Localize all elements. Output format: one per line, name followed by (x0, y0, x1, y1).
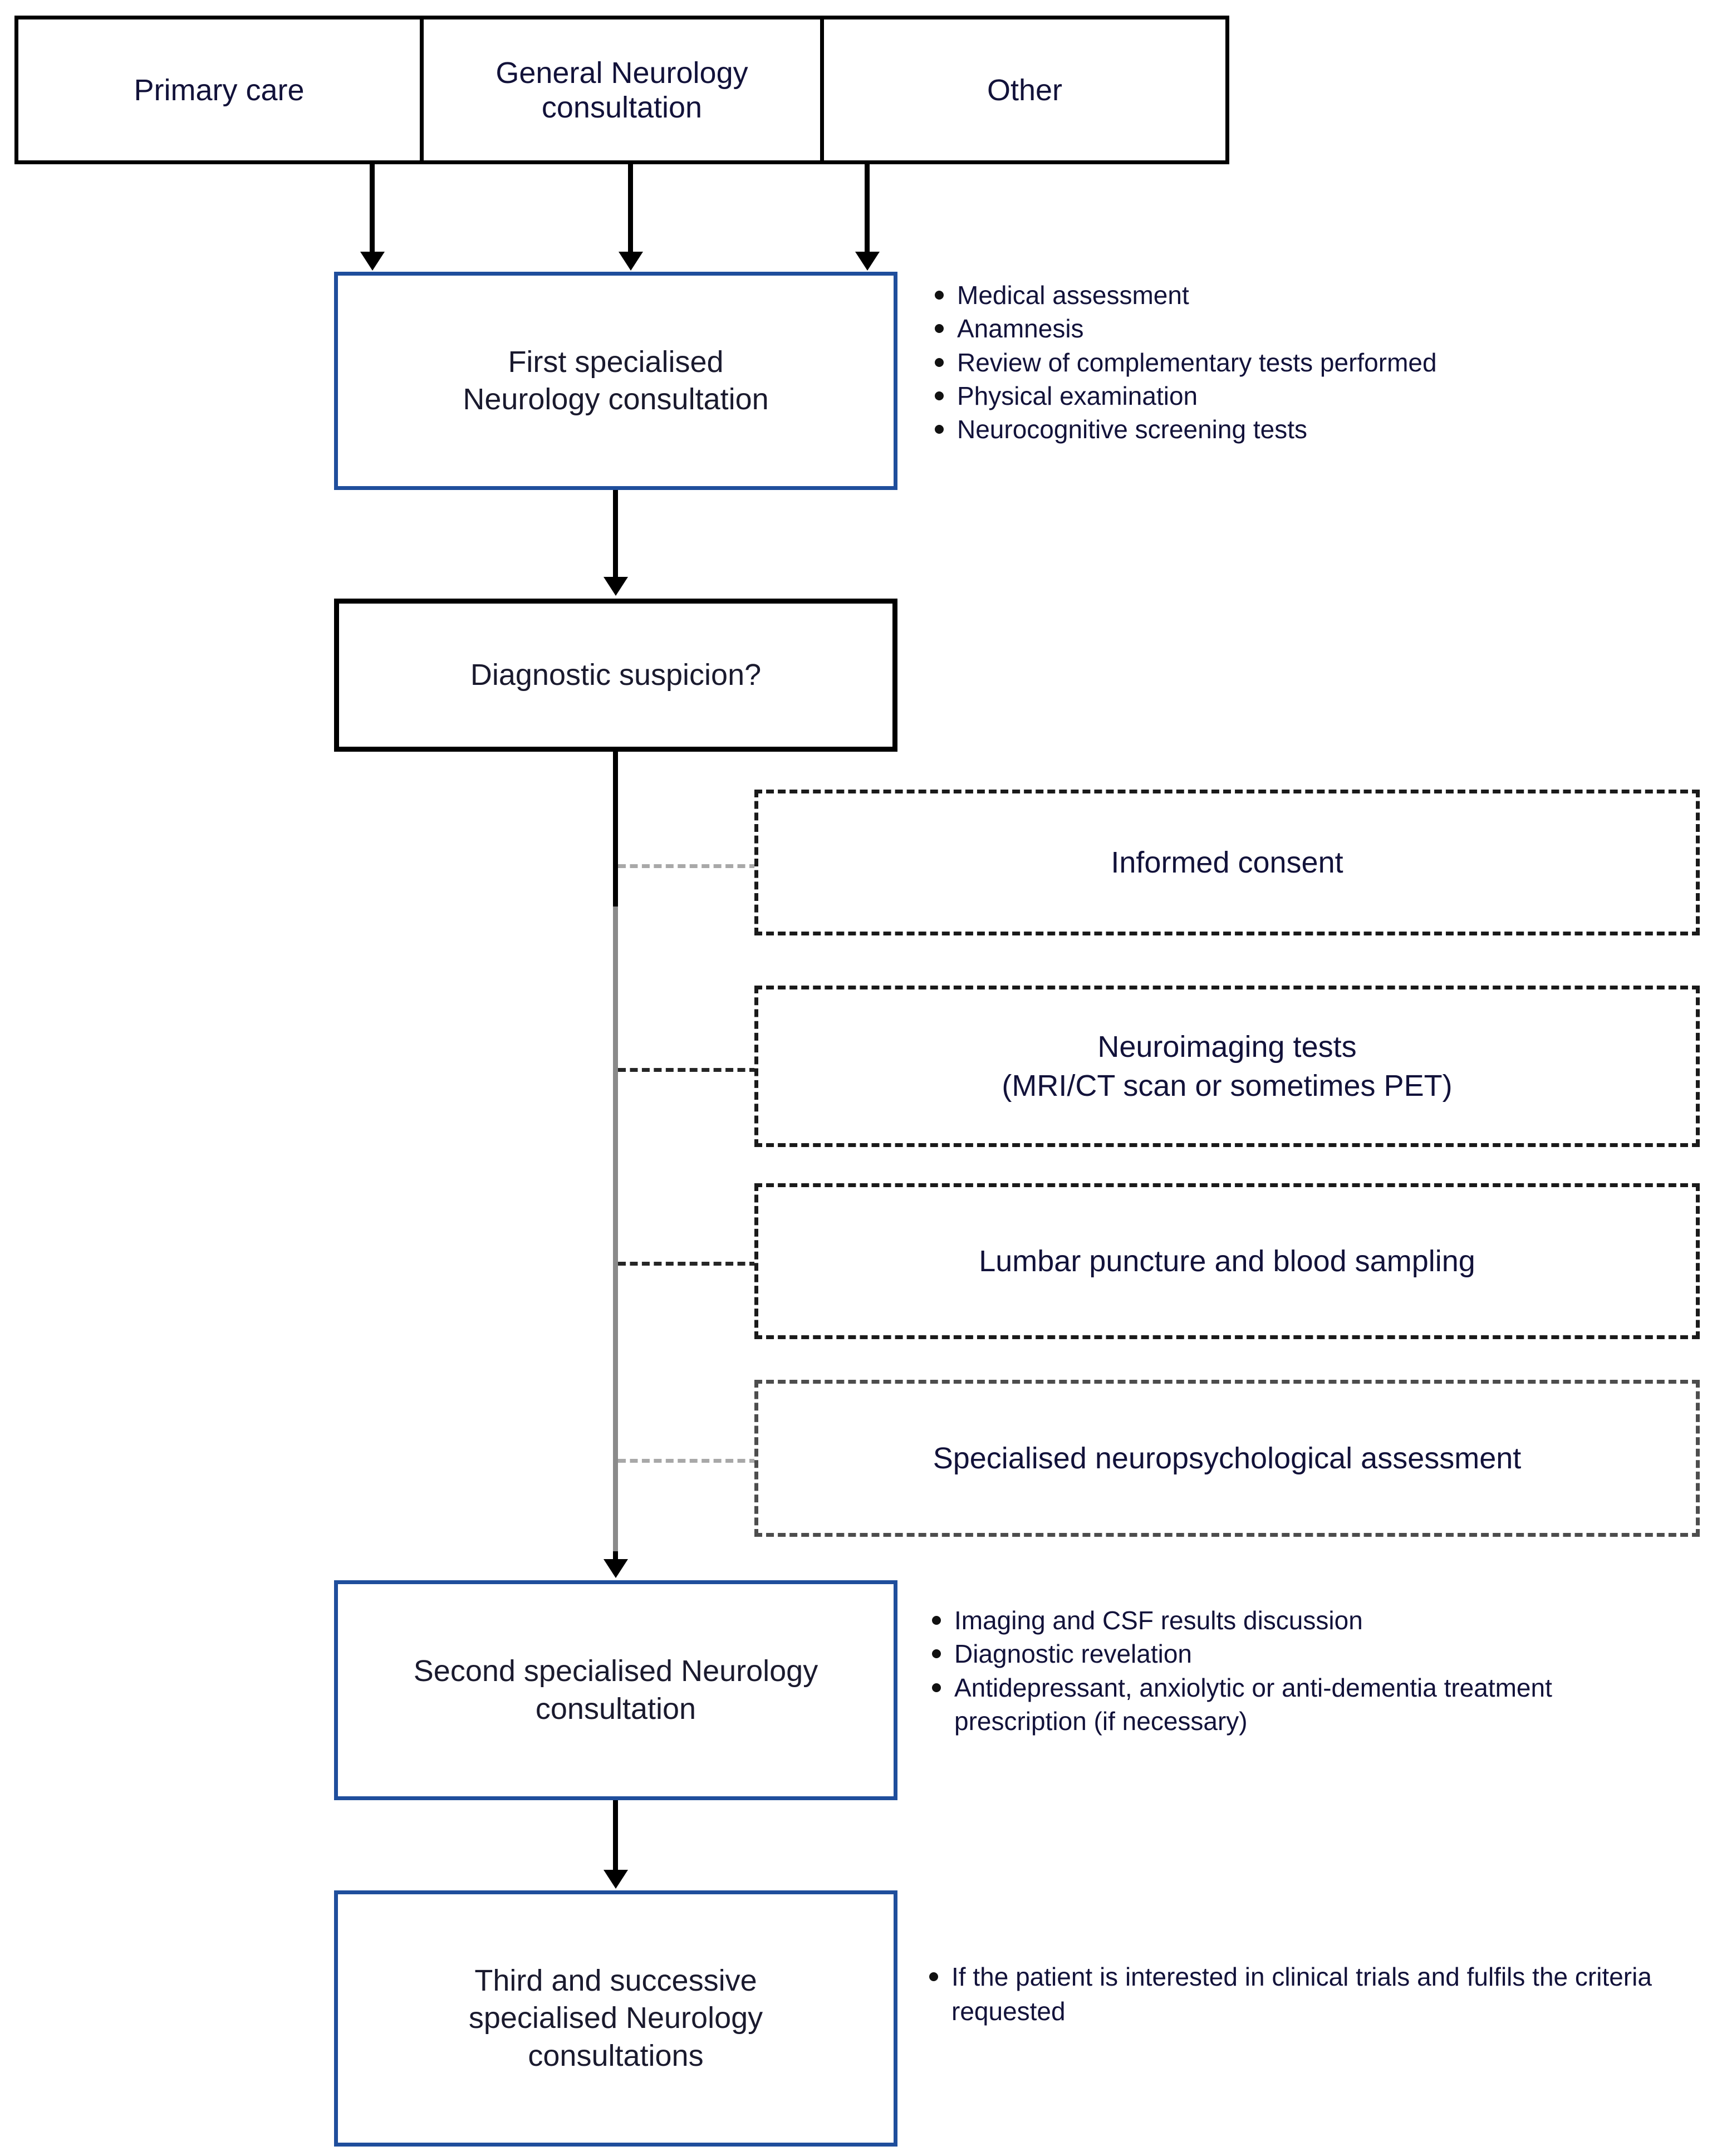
connector-second-to-third (613, 1800, 618, 1871)
list-item: Diagnostic revelation (924, 1637, 1670, 1670)
test-box-label: Specialised neuropsychological assessmen… (933, 1439, 1522, 1478)
second-consultation-bullet-list: Imaging and CSF results discussion Diagn… (924, 1604, 1670, 1738)
referral-source-general-neurology[interactable]: General Neurology consultation (420, 19, 824, 160)
arrowhead-other-to-first (855, 252, 880, 271)
connector-trunk-to-informed-consent (618, 864, 757, 868)
connector-primary-to-first (370, 164, 375, 253)
connector-other-to-first (865, 164, 870, 253)
referral-source-primary-care[interactable]: Primary care (18, 19, 420, 160)
arrowhead-second-to-third (604, 1870, 628, 1889)
referral-source-other[interactable]: Other (824, 19, 1225, 160)
second-consultation-line1: Second specialised Neurology (413, 1654, 818, 1688)
trunk-decision-to-second-middle (613, 906, 618, 1552)
connector-first-to-decision (613, 490, 618, 578)
test-box-neuropsychological-assessment[interactable]: Specialised neuropsychological assessmen… (754, 1380, 1700, 1537)
referral-source-label: Other (987, 73, 1063, 107)
arrowhead-general-to-first (619, 252, 643, 271)
test-box-label: Neuroimaging tests (MRI/CT scan or somet… (1002, 1027, 1452, 1105)
third-consultation-bullet-list: If the patient is interested in clinical… (921, 1960, 1712, 2028)
third-consultation-line2: specialised Neurology (468, 2001, 763, 2035)
list-item: Anamnesis (927, 312, 1667, 345)
second-specialised-neurology-consultation-box[interactable]: Second specialised Neurology consultatio… (334, 1580, 897, 1800)
first-specialised-neurology-consultation-box[interactable]: First specialised Neurology consultation (334, 272, 897, 490)
test-box-line1: Specialised neuropsychological assessmen… (933, 1441, 1522, 1475)
connector-trunk-to-neuroimaging (618, 1068, 757, 1072)
decision-label: Diagnostic suspicion? (470, 658, 762, 692)
list-item: Imaging and CSF results discussion (924, 1604, 1670, 1637)
third-consultation-line3: consultations (528, 2039, 704, 2072)
list-item: Review of complementary tests performed (927, 346, 1667, 379)
list-item: Neurocognitive screening tests (927, 413, 1667, 446)
referral-sources-row: Primary care General Neurology consultat… (14, 16, 1229, 164)
test-box-neuroimaging[interactable]: Neuroimaging tests (MRI/CT scan or somet… (754, 986, 1700, 1147)
second-consultation-label: Second specialised Neurology consultatio… (406, 1653, 826, 1728)
first-consultation-line2: Neurology consultation (463, 383, 769, 416)
second-consultation-line2: consultation (535, 1692, 696, 1726)
test-box-label: Informed consent (1111, 843, 1343, 882)
first-consultation-line1: First specialised (508, 345, 724, 379)
list-item: If the patient is interested in clinical… (921, 1960, 1712, 2028)
test-box-label: Lumbar puncture and blood sampling (979, 1242, 1475, 1281)
diagnostic-suspicion-box[interactable]: Diagnostic suspicion? (334, 599, 897, 752)
connector-general-to-first (628, 164, 633, 253)
test-box-line1: Lumbar puncture and blood sampling (979, 1244, 1475, 1278)
test-box-line2: (MRI/CT scan or sometimes PET) (1002, 1069, 1453, 1102)
test-box-line1: Informed consent (1111, 845, 1343, 879)
test-box-lumbar-puncture[interactable]: Lumbar puncture and blood sampling (754, 1183, 1700, 1339)
trunk-decision-to-second-upper (613, 752, 618, 908)
list-item: Physical examination (927, 379, 1667, 413)
connector-trunk-to-neuropsych-assessment (618, 1459, 757, 1463)
first-consultation-label: First specialised Neurology consultation (455, 344, 776, 419)
arrowhead-primary-to-first (360, 252, 385, 271)
referral-source-label: General Neurology consultation (496, 56, 748, 124)
test-box-line1: Neuroimaging tests (1097, 1030, 1357, 1064)
test-box-informed-consent[interactable]: Informed consent (754, 790, 1700, 935)
referral-source-label: Primary care (134, 73, 305, 107)
connector-trunk-to-lumbar-puncture (618, 1262, 757, 1266)
arrowhead-decision-to-second (604, 1559, 628, 1578)
list-item: Medical assessment (927, 278, 1667, 312)
list-item: Antidepressant, anxiolytic or anti-demen… (924, 1671, 1670, 1738)
third-consultation-line1: Third and successive (474, 1963, 757, 1997)
third-specialised-neurology-consultations-box[interactable]: Third and successive specialised Neurolo… (334, 1890, 897, 2147)
third-consultation-label: Third and successive specialised Neurolo… (461, 1962, 771, 2075)
first-consultation-bullet-list: Medical assessment Anamnesis Review of c… (927, 278, 1667, 446)
arrowhead-first-to-decision (604, 577, 628, 596)
